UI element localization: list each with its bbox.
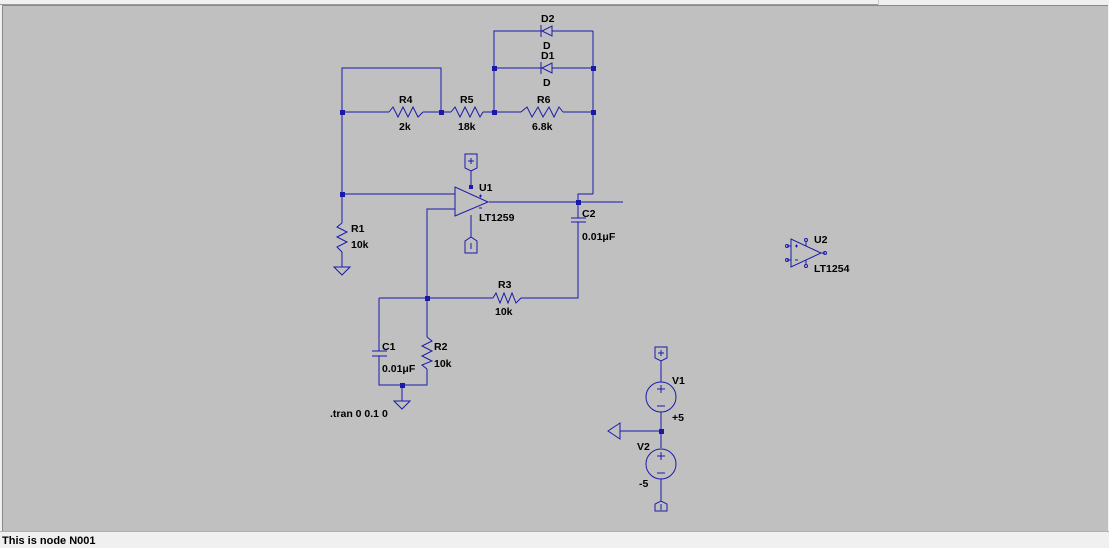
r4-name-label[interactable]: R4	[399, 94, 413, 106]
c1-name-label[interactable]: C1	[382, 341, 396, 353]
r1-ground-icon[interactable]	[332, 266, 352, 276]
schematic-canvas[interactable]: D2 D D1 D R4 2k R5 18k R6 6.8k U1 LT1259…	[2, 5, 1108, 532]
d1-value-label[interactable]: D	[543, 77, 551, 89]
status-text: This is node N001	[2, 535, 96, 547]
wires[interactable]	[341, 30, 662, 501]
d1-diode-icon[interactable]	[531, 62, 554, 74]
r4-value-label[interactable]: 2k	[399, 121, 411, 133]
d2-name-label[interactable]: D2	[541, 13, 555, 25]
r5-resistor-icon[interactable]	[450, 105, 484, 119]
u1-name-label[interactable]: U1	[479, 182, 493, 194]
u1-vminus-flag[interactable]	[464, 236, 478, 254]
r1-value-label[interactable]: 10k	[351, 239, 369, 251]
ground-net-flag-icon[interactable]	[607, 422, 621, 440]
u2-name-label[interactable]: U2	[814, 234, 828, 246]
r3-value-label[interactable]: 10k	[495, 306, 513, 318]
v1-value-label[interactable]: +5	[672, 412, 684, 424]
d2-diode-icon[interactable]	[531, 25, 554, 37]
v2-vminus-flag[interactable]	[654, 500, 668, 512]
c2-value-label[interactable]: 0.01μF	[582, 231, 616, 243]
v1-name-label[interactable]: V1	[672, 375, 685, 387]
schematic-drawing[interactable]: D2 D D1 D R4 2k R5 18k R6 6.8k U1 LT1259…	[3, 6, 1108, 532]
r6-resistor-icon[interactable]	[520, 105, 564, 119]
r1-resistor-icon[interactable]	[335, 222, 349, 253]
window-top-divider	[878, 0, 879, 5]
v1-vplus-flag[interactable]	[654, 346, 668, 362]
u2-value-label[interactable]: LT1254	[814, 263, 850, 275]
c1-capacitor-icon[interactable]	[372, 350, 387, 359]
r3-resistor-icon[interactable]	[492, 291, 522, 305]
window-top-border	[0, 4, 878, 5]
d2-value-label[interactable]: D	[543, 40, 551, 52]
u1-value-label[interactable]: LT1259	[479, 212, 515, 224]
v2-voltage-source-icon[interactable]	[645, 448, 677, 480]
junction-dots	[340, 66, 664, 434]
component-labels: D2 D D1 D R4 2k R5 18k R6 6.8k U1 LT1259…	[330, 13, 850, 490]
r6-value-label[interactable]: 6.8k	[532, 121, 553, 133]
r1-name-label[interactable]: R1	[351, 223, 365, 235]
status-bar: This is node N001	[0, 531, 1109, 547]
r3-name-label[interactable]: R3	[498, 279, 512, 291]
r5-value-label[interactable]: 18k	[458, 121, 476, 133]
tran-directive[interactable]: .tran 0 0.1 0	[330, 408, 388, 420]
c2-capacitor-icon[interactable]	[571, 217, 586, 233]
r2-resistor-icon[interactable]	[420, 336, 434, 370]
r5-name-label[interactable]: R5	[460, 94, 474, 106]
u1-opamp-icon[interactable]	[454, 186, 490, 217]
r4-resistor-icon[interactable]	[388, 105, 424, 119]
v2-value-label[interactable]: -5	[639, 478, 648, 490]
v2-name-label[interactable]: V2	[637, 441, 650, 453]
c2-name-label[interactable]: C2	[582, 208, 596, 220]
v1-voltage-source-icon[interactable]	[645, 381, 677, 413]
u2-opamp-icon[interactable]	[785, 238, 827, 268]
window-top-strip	[0, 0, 1109, 6]
u1-vplus-flag[interactable]	[464, 153, 478, 172]
c1-value-label[interactable]: 0.01μF	[382, 363, 416, 375]
r6-name-label[interactable]: R6	[537, 94, 551, 106]
c1-ground-icon[interactable]	[392, 400, 412, 410]
d1-name-label[interactable]: D1	[541, 50, 555, 62]
r2-name-label[interactable]: R2	[434, 341, 448, 353]
r2-value-label[interactable]: 10k	[434, 358, 452, 370]
